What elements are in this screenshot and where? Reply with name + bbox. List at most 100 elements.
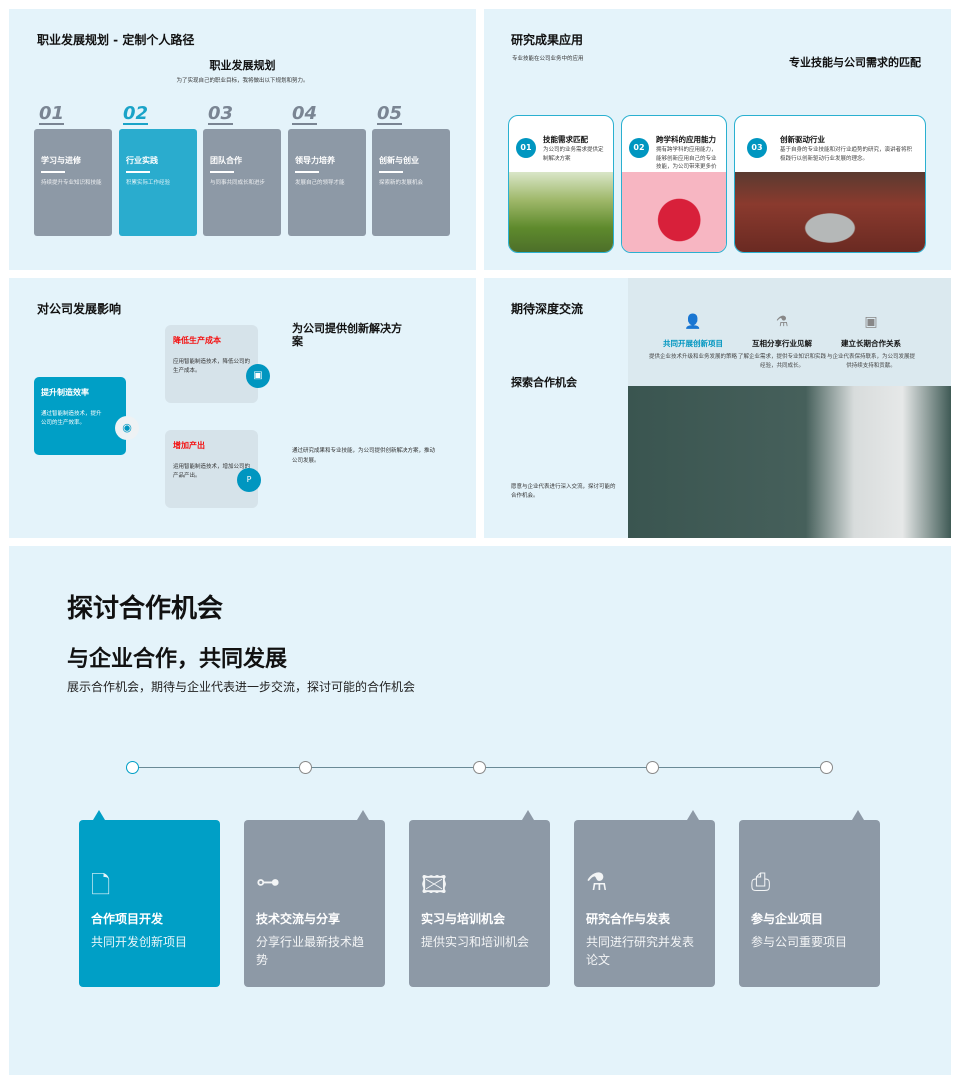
card-title: 跨学科的应用能力 bbox=[656, 135, 716, 144]
step-desc: 发展自己的领导才能 bbox=[295, 179, 345, 186]
step-desc: 探索新的发展机会 bbox=[379, 179, 424, 186]
slide-career-plan[interactable]: 职业发展规划 - 定制个人路径 职业发展规划 为了实现自己的职业目标，我将做出以… bbox=[9, 9, 476, 270]
step-number: 01 bbox=[39, 103, 65, 125]
card-title: 增加产出 bbox=[173, 441, 205, 450]
option-desc: 了解企业需求，提供专业知识和实践经验，共同成长。 bbox=[737, 354, 826, 369]
card-desc: 通过智能制造技术，提升公司的生产效率。 bbox=[41, 411, 102, 426]
number-badge: 03 bbox=[747, 138, 767, 158]
user-icon: 👤 bbox=[684, 314, 702, 330]
step-title: 创新与创业 bbox=[379, 156, 419, 165]
card-research: ⚗ 研究合作与发表共同进行研究并发表论文 bbox=[574, 810, 715, 987]
number-badge: 02 bbox=[629, 138, 649, 158]
timeline-dot bbox=[473, 761, 486, 774]
subtitle: 为了实现自己的职业目标，我将做出以下规划和努力。 bbox=[176, 78, 309, 84]
step-number: 05 bbox=[377, 103, 403, 125]
webcam-icon: ◉ bbox=[115, 416, 139, 440]
slide-cooperation[interactable] bbox=[9, 546, 951, 1075]
step-number: 04 bbox=[292, 103, 318, 125]
heading: 与企业合作，共同发展 bbox=[67, 647, 288, 672]
card-title: 研究合作与发表 bbox=[586, 912, 671, 926]
option-desc: 与企业代表保持联系，为公司发展提供持续支持和贡献。 bbox=[826, 354, 915, 369]
description: 愿意与企业代表进行深入交流，探讨可能的合作机会。 bbox=[511, 484, 616, 499]
slide-research-application[interactable]: 研究成果应用 专业技能在公司业务中的应用 专业技能与公司需求的匹配 01 技能需… bbox=[484, 9, 951, 270]
photo-backpack bbox=[622, 172, 726, 252]
card-title: 技能需求匹配 bbox=[543, 135, 588, 144]
step-card: 领导力培养发展自己的领导才能 bbox=[288, 129, 366, 236]
photo-grass bbox=[509, 172, 613, 252]
card-internship: 🖾实习与培训机会提供实习和培训机会 bbox=[409, 810, 550, 987]
step-desc: 积累实际工作经验 bbox=[126, 179, 171, 186]
option-desc: 提供企业技术升级和业务发展的策略 bbox=[648, 354, 737, 360]
step-card: 团队合作与同事共同成长和进步 bbox=[203, 129, 281, 236]
slide-company-impact[interactable]: 对公司发展影响 提升制造效率 通过智能制造技术，提升公司的生产效率。 ◉ 降低生… bbox=[9, 278, 476, 538]
divider bbox=[41, 171, 65, 173]
subtitle: 专业技能在公司业务中的应用 bbox=[512, 56, 584, 62]
divider bbox=[210, 171, 234, 173]
card-desc: 共同进行研究并发表论文 bbox=[586, 935, 695, 967]
card-desc: 参与公司重要项目 bbox=[751, 935, 848, 949]
option-title: 共同开展创新项目 bbox=[663, 339, 723, 348]
step-card: 创新与创业探索新的发展机会 bbox=[372, 129, 450, 236]
slide-title: 探讨合作机会 bbox=[67, 594, 224, 624]
slide-title: 职业发展规划 - 定制个人路径 bbox=[37, 33, 195, 47]
step-title: 团队合作 bbox=[210, 156, 242, 165]
timeline-dot bbox=[646, 761, 659, 774]
photo-statue bbox=[735, 172, 925, 252]
step-number: 03 bbox=[208, 103, 234, 125]
card-title: 降低生产成本 bbox=[173, 336, 221, 345]
divider bbox=[126, 171, 150, 173]
card-title: 参与企业项目 bbox=[751, 912, 824, 926]
description: 通过研究成果和专业技能，为公司提供创新解决方案，推动公司发展。 bbox=[292, 448, 436, 464]
slide-deep-exchange[interactable]: 期待深度交流 探索合作机会 愿意与企业代表进行深入交流，探讨可能的合作机会。 👤… bbox=[484, 278, 951, 538]
number-badge: 01 bbox=[516, 138, 536, 158]
hierarchy-icon: ⊶ bbox=[256, 868, 280, 896]
slide-title: 对公司发展影响 bbox=[37, 302, 122, 316]
subtitle: 展示合作机会，期待与企业代表进一步交流，探讨可能的合作机会 bbox=[67, 680, 416, 694]
step-title: 行业实践 bbox=[126, 156, 158, 165]
timeline-dot bbox=[820, 761, 833, 774]
printer-icon: ▣ bbox=[864, 314, 878, 330]
printer-icon: ▣ bbox=[246, 364, 270, 388]
card-enterprise-project: ⎙ 参与企业项目参与公司重要项目 bbox=[739, 810, 880, 987]
printer-icon: ⎙ bbox=[751, 868, 771, 896]
card-desc: 提供实习和培训机会 bbox=[421, 935, 530, 949]
card-desc: 运用智能制造技术，增加公司的产品产出。 bbox=[173, 464, 251, 479]
step-desc: 与同事共同成长和进步 bbox=[210, 179, 266, 186]
card-title: 实习与培训机会 bbox=[421, 912, 506, 926]
step-desc: 持续提升专业知识和技能 bbox=[41, 179, 102, 186]
card-innovation: 03 创新驱动行业 基于自身的专业技能和对行业趋势的研究，演讲者将积极践行以创新… bbox=[734, 115, 926, 253]
card-reduce-cost: 降低生产成本 应用智能制造技术，降低公司的生产成本。 bbox=[165, 325, 258, 403]
heading: 职业发展规划 bbox=[209, 59, 276, 72]
divider bbox=[379, 171, 403, 173]
heading: 专业技能与公司需求的匹配 bbox=[789, 56, 921, 69]
card-desc: 应用智能制造技术，降低公司的生产成本。 bbox=[173, 359, 251, 374]
slide-title: 期待深度交流 bbox=[511, 302, 584, 316]
card-desc: 分享行业最新技术趋势 bbox=[256, 935, 365, 967]
heading: 为公司提供创新解决方案 bbox=[292, 322, 402, 348]
timeline-dot bbox=[126, 761, 139, 774]
card-desc: 拥有跨学科的应用能力，能够创新应用自己的专业技能，为公司带来更多价值 bbox=[656, 147, 717, 170]
flask-icon: ⚗ bbox=[586, 868, 608, 896]
card-tech-share: ⊶ 技术交流与分享分享行业最新技术趋势 bbox=[244, 810, 385, 987]
step-card: 学习与进修持续提升专业知识和技能 bbox=[34, 129, 112, 236]
option-title: 互相分享行业见解 bbox=[752, 339, 812, 348]
option-long-term: ▣建立长期合作关系与企业代表保持联系，为公司发展提供持续支持和贡献。 bbox=[826, 314, 916, 370]
step-title: 领导力培养 bbox=[295, 156, 335, 165]
photo-classroom bbox=[628, 386, 951, 538]
option-joint-project: 👤 共同开展创新项目提供企业技术升级和业务发展的策略 bbox=[648, 314, 738, 362]
options-band bbox=[628, 278, 951, 386]
card-title: 合作项目开发 bbox=[91, 912, 164, 926]
card-desc: 共同开发创新项目 bbox=[91, 935, 188, 949]
card-title: 创新驱动行业 bbox=[780, 135, 825, 144]
step-number: 02 bbox=[123, 103, 149, 125]
card-desc: 基于自身的专业技能和对行业趋势的研究，演讲者将积极践行以创新驱动行业发展的理念。 bbox=[780, 147, 913, 162]
card-efficiency: 提升制造效率 通过智能制造技术，提升公司的生产效率。 bbox=[34, 377, 126, 455]
card-interdisciplinary: 02 跨学科的应用能力 拥有跨学科的应用能力，能够创新应用自己的专业技能，为公司… bbox=[621, 115, 727, 253]
ppt-file-icon: 🗋 bbox=[91, 871, 111, 899]
card-skill-match: 01 技能需求匹配 为公司的业务需求提供定制解决方案 bbox=[508, 115, 614, 253]
card-project-dev: 🗋 合作项目开发共同开发创新项目 bbox=[79, 810, 220, 987]
card-title: 提升制造效率 bbox=[41, 388, 89, 397]
subtitle: 探索合作机会 bbox=[511, 376, 577, 389]
card-title: 技术交流与分享 bbox=[256, 912, 341, 926]
card-desc: 为公司的业务需求提供定制解决方案 bbox=[543, 147, 604, 162]
